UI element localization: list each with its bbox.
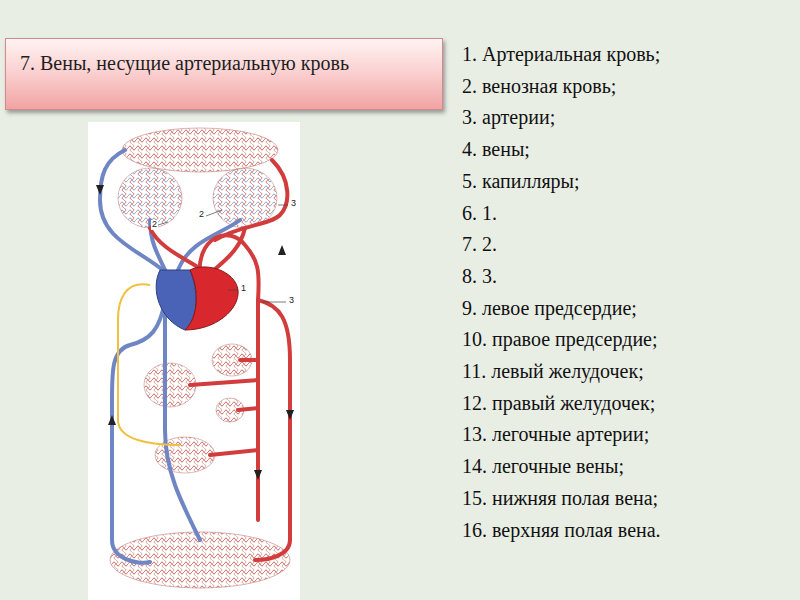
callout-number: 2 — [198, 210, 205, 220]
heading-box: 7. Вены, несущие артериальную кровь — [5, 38, 443, 110]
heart-right-side — [156, 270, 196, 330]
list-item: 10. правое предсердие; — [462, 327, 658, 351]
arteries — [150, 160, 290, 560]
list-item: 5. капилляры; — [462, 169, 580, 193]
list-item: 4. вены; — [462, 137, 530, 161]
list-item: 2. венозная кровь; — [462, 74, 616, 98]
list-item: 11. левый желудочек; — [462, 359, 644, 383]
callout-number: 1 — [240, 284, 247, 294]
illustration-ground — [88, 122, 300, 600]
left-lung-capillaries — [213, 168, 277, 228]
list-item: 8. 3. — [462, 264, 497, 288]
flow-arrow — [96, 185, 294, 480]
list-item: 13. легочные артерии; — [462, 422, 649, 446]
list-item: 16. верхняя полая вена. — [462, 518, 661, 542]
callout-number: 3 — [288, 296, 295, 306]
list-item: 15. нижняя полая вена; — [462, 486, 658, 510]
list-item: 3. артерии; — [462, 105, 555, 129]
callout-number: 3 — [290, 199, 297, 209]
heading-text: 7. Вены, несущие артериальную кровь — [50, 49, 350, 77]
list-item: 7. 2. — [462, 232, 497, 256]
veins — [100, 150, 240, 563]
head-capillaries — [122, 128, 278, 172]
callout-number: 2 — [151, 220, 158, 230]
list-item: 9. левое предсердие; — [462, 296, 637, 320]
leader-line — [158, 205, 288, 302]
list-item: 12. правый желудочек; — [462, 391, 655, 415]
list-item: 1. Артериальная кровь; — [462, 42, 660, 66]
list-item: 14. легочные вены; — [462, 454, 624, 478]
list-item: 6. 1. — [462, 201, 497, 225]
heart-left-side — [185, 267, 238, 330]
